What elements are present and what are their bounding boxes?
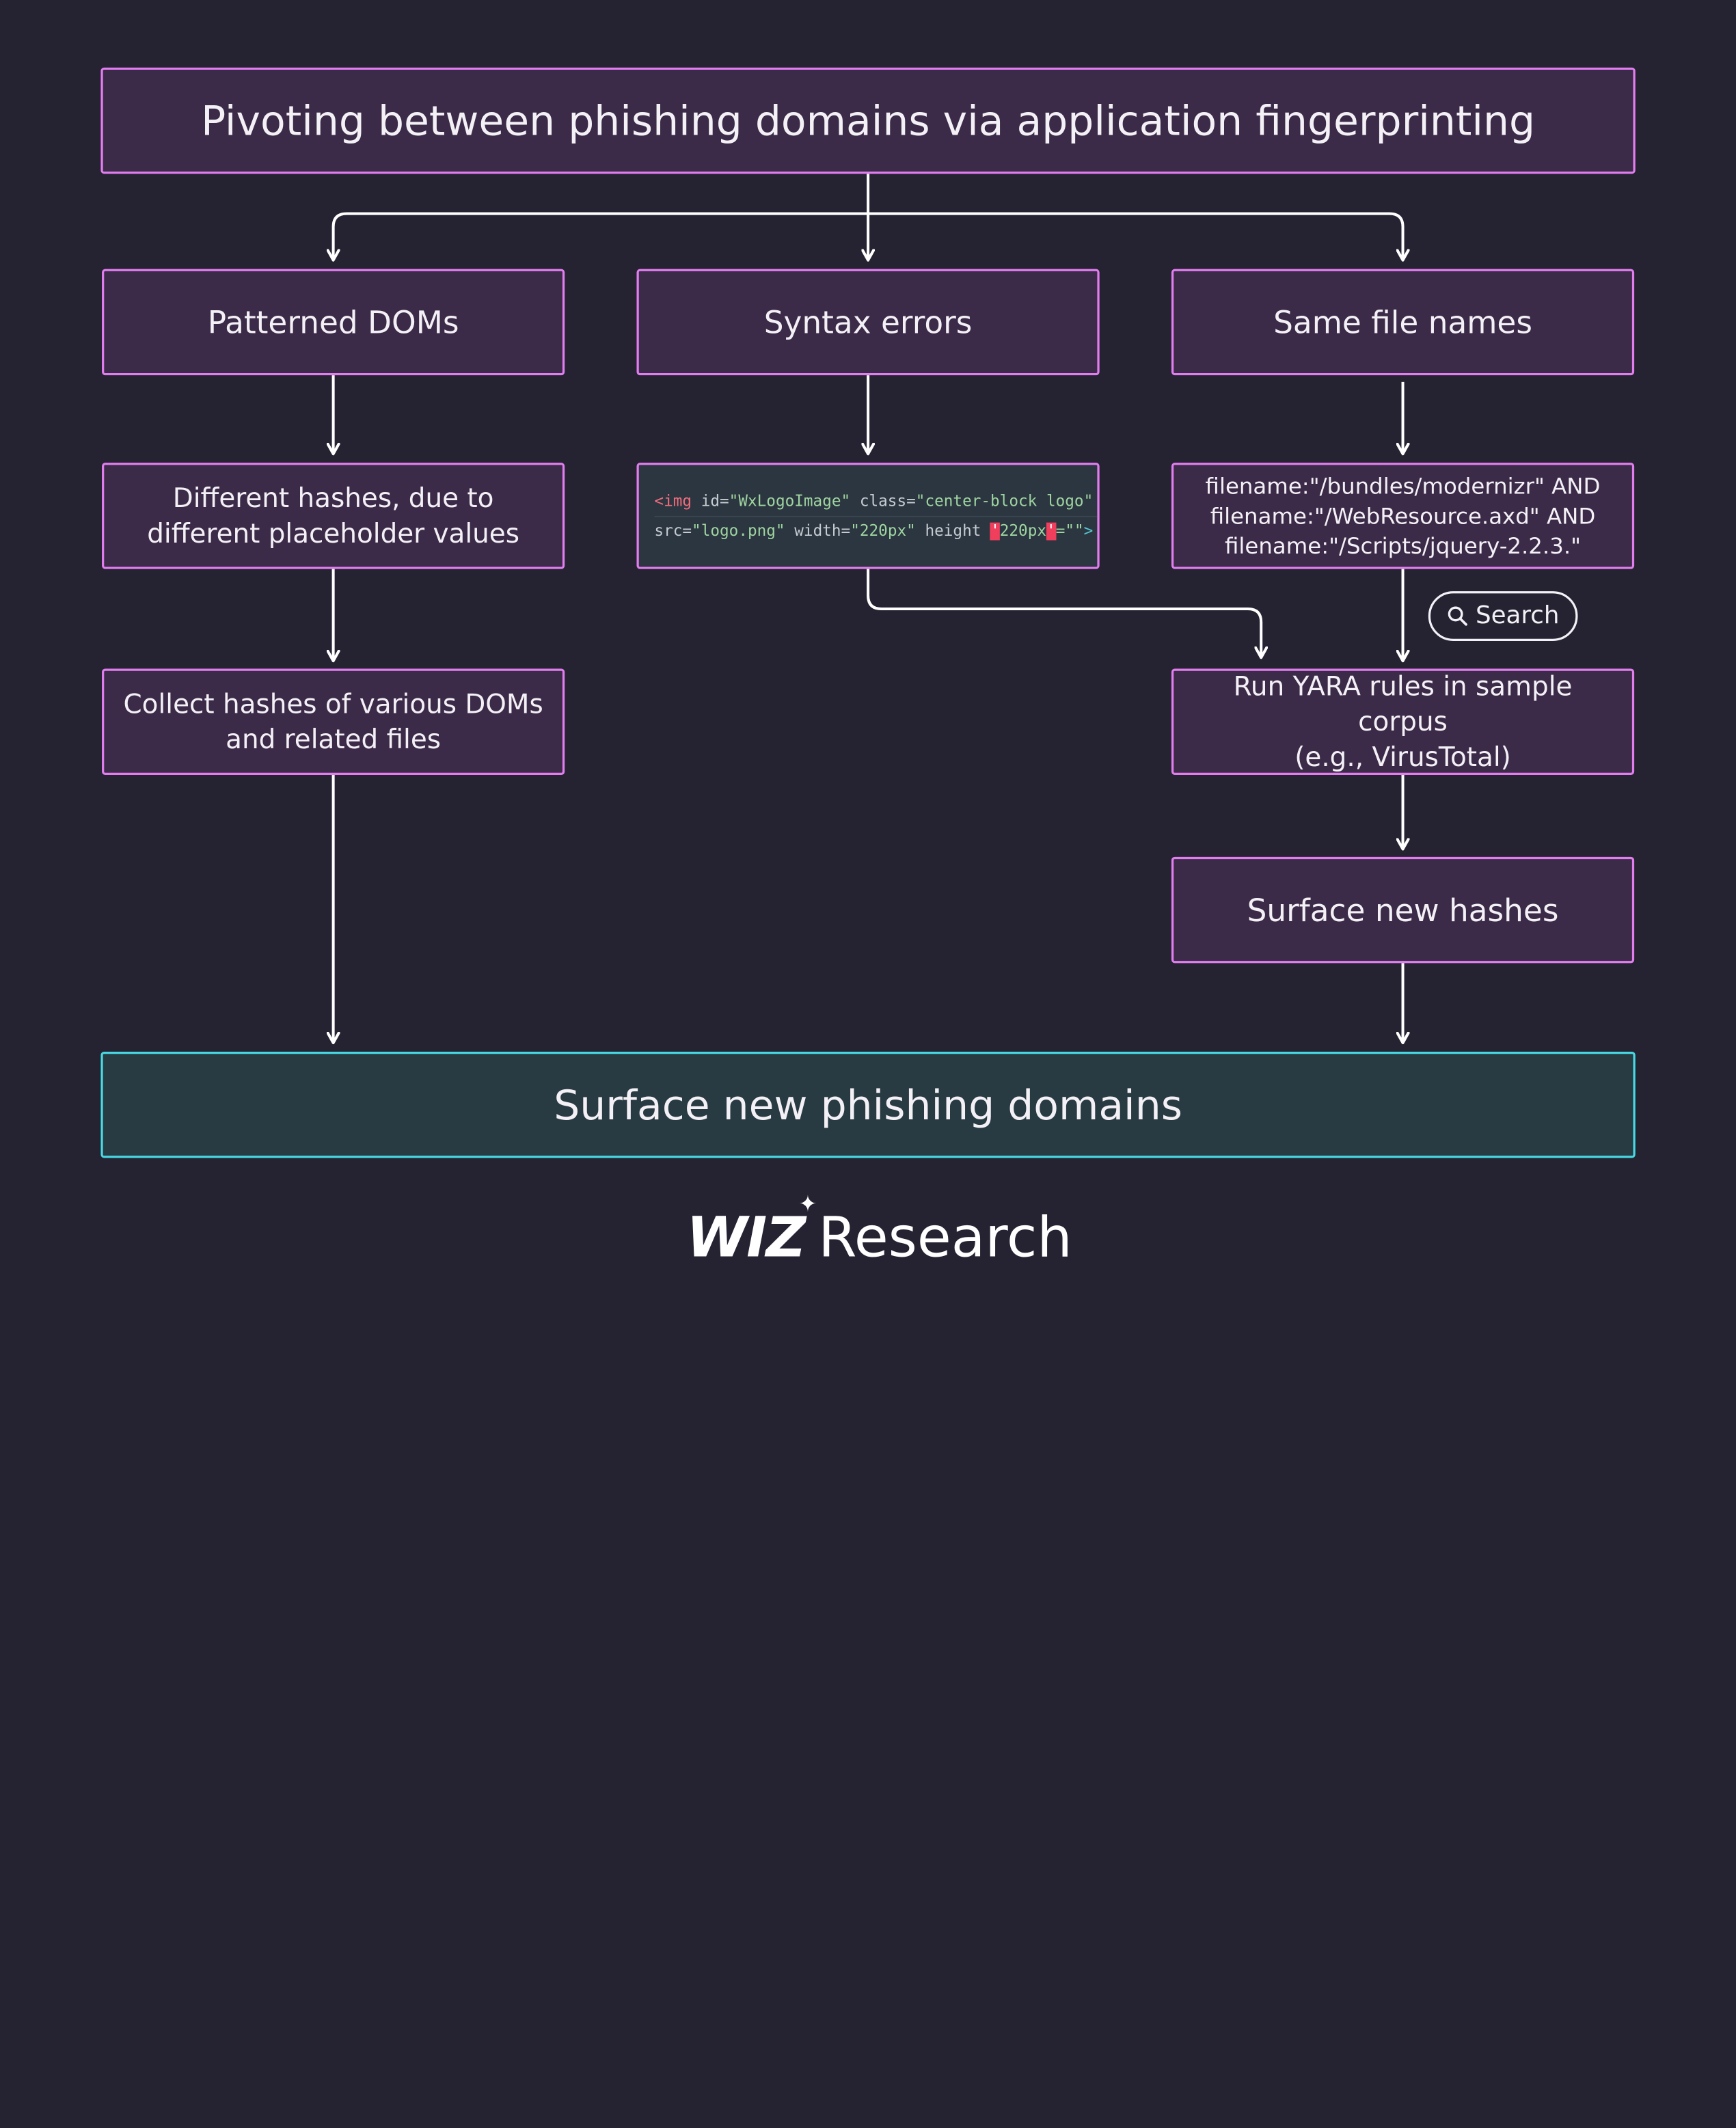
code-src-attr: src=: [654, 521, 692, 540]
arrow-title-to-right: [868, 212, 1402, 260]
search-label: Search: [1475, 602, 1560, 630]
code-empty-attr: ="": [1055, 521, 1084, 540]
logo-research-text: Research: [818, 1205, 1072, 1270]
code-src-value: "logo.png": [692, 521, 785, 540]
code-error-quote-open: ': [990, 521, 1000, 540]
code-snippet-box: <img id="WxLogoImage" class="center-bloc…: [636, 463, 1100, 569]
logo-wiz-wordmark: WIZ✦: [686, 1190, 817, 1270]
filename-query-box: filename:"/bundles/modernizr" AND filena…: [1171, 463, 1635, 569]
surface-new-phishing-domains-box: Surface new phishing domains: [100, 1052, 1636, 1158]
code-class-attr: class=: [850, 492, 916, 510]
code-id-value: "WxLogoImage": [729, 492, 851, 510]
different-hashes-box: Different hashes, due to different place…: [102, 463, 565, 569]
code-id-attr: id=: [692, 492, 729, 510]
search-badge: Search: [1428, 591, 1578, 641]
code-width-attr: width=: [785, 521, 851, 540]
code-class-value: "center-block logo": [915, 492, 1094, 510]
collect-hashes-box: Collect hashes of various DOMs and relat…: [102, 668, 565, 775]
patterned-doms-box: Patterned DOMs: [102, 269, 565, 376]
code-img-tag: <img: [654, 492, 692, 510]
code-error-quote-close: ': [1046, 521, 1056, 540]
arrow-title-to-left: [334, 212, 869, 260]
arrows-layer: [0, 174, 1736, 1313]
syntax-errors-box: Syntax errors: [636, 269, 1100, 376]
diagram-title: Pivoting between phishing domains via ap…: [100, 67, 1636, 174]
code-line-1: <img id="WxLogoImage" class="center-bloc…: [654, 487, 1097, 515]
code-line-2: src="logo.png" width="220px" height '220…: [654, 515, 1098, 545]
surface-new-hashes-box: Surface new hashes: [1171, 856, 1635, 964]
sparkle-icon: ✦: [798, 1190, 817, 1217]
arrow-code-to-yara: [867, 569, 1261, 658]
wiz-research-logo: WIZ✦ Research: [686, 1190, 1072, 1274]
code-width-value: "220px": [850, 521, 916, 540]
code-tag-close: >: [1083, 521, 1094, 540]
code-height-value: 220px: [999, 521, 1047, 540]
run-yara-box: Run YARA rules in sample corpus (e.g., V…: [1171, 668, 1635, 775]
same-file-names-box: Same file names: [1171, 269, 1635, 376]
search-icon: [1448, 606, 1467, 626]
code-height-attr: height: [915, 521, 991, 540]
